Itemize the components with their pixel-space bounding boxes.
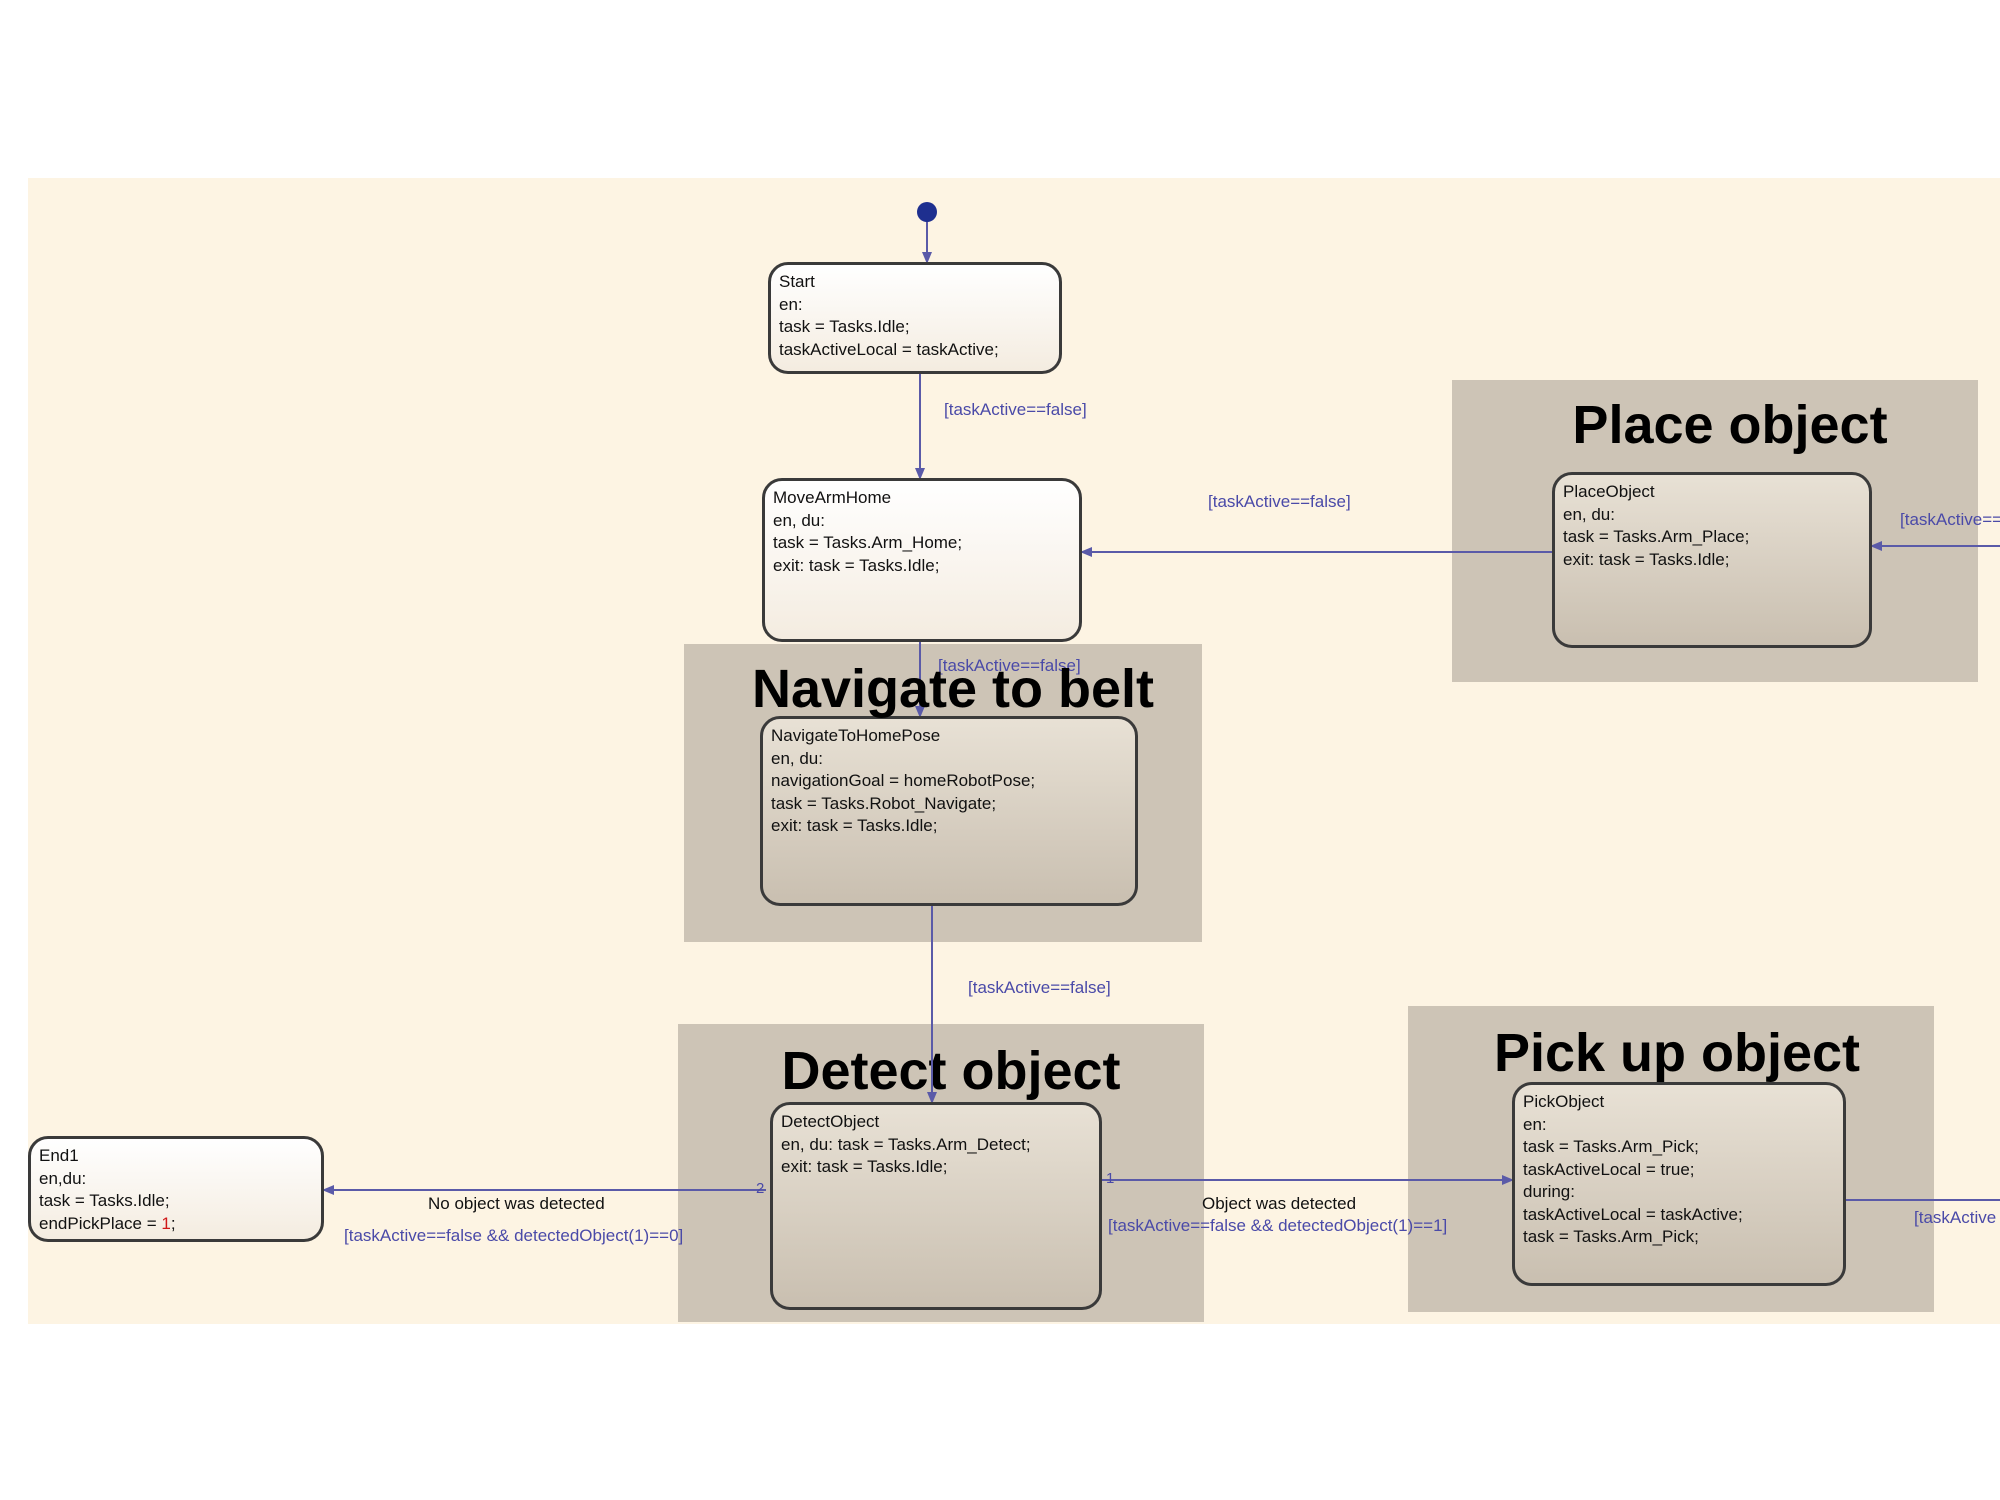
state-place-object-line: en, du: — [1563, 504, 1615, 524]
default-transition-dot — [917, 202, 937, 222]
state-end1-name: End1 — [39, 1146, 79, 1165]
state-navigate-name: NavigateToHomePose — [771, 726, 941, 745]
state-move-arm-home[interactable]: MoveArmHome en, du: task = Tasks.Arm_Hom… — [762, 478, 1082, 642]
priority-detect-right: 1 — [1106, 1170, 1115, 1187]
state-start-line: en: — [779, 294, 803, 314]
state-navigate-line: navigationGoal = homeRobotPose; — [771, 771, 1036, 790]
state-place-object[interactable]: PlaceObject en, du: task = Tasks.Arm_Pla… — [1552, 472, 1872, 648]
group-title-detect-object: Detect object — [781, 1041, 1121, 1101]
state-pick-object-line: during: — [1523, 1182, 1575, 1201]
state-pick-object-line: task = Tasks.Arm_Pick; — [1523, 1137, 1699, 1156]
state-pick-object-line: task = Tasks.Arm_Pick; — [1523, 1227, 1699, 1246]
arrow-start-to-home — [915, 468, 925, 480]
state-place-object-line: exit: task = Tasks.Idle; — [1563, 549, 1730, 569]
guard-place-in[interactable]: [taskActive== — [1900, 510, 2000, 529]
state-end1-value: 1 — [161, 1213, 171, 1233]
state-navigate-line: exit: task = Tasks.Idle; — [771, 816, 938, 835]
state-end1-semicolon: ; — [170, 1213, 176, 1233]
state-move-arm-home-line: task = Tasks.Arm_Home; — [773, 533, 963, 552]
arrow-detect-to-pick — [1502, 1175, 1514, 1185]
state-move-arm-home-line: en, du: — [773, 510, 825, 530]
state-start-name: Start — [779, 272, 815, 291]
state-detect-object-line: exit: task = Tasks.Idle; — [781, 1157, 948, 1176]
state-navigate-line: en, du: — [771, 748, 823, 768]
caption-object-detected: Object was detected — [1202, 1194, 1357, 1213]
state-navigate-line: task = Tasks.Robot_Navigate; — [771, 793, 997, 813]
arrow-place-in — [1870, 541, 1882, 551]
arrow-place-to-home — [1080, 547, 1092, 557]
state-end1-line: task = Tasks.Idle; — [39, 1191, 170, 1210]
state-end1[interactable]: End1 en,du: task = Tasks.Idle; endPickPl… — [28, 1136, 324, 1242]
state-start-line: taskActiveLocal = taskActive; — [779, 339, 999, 359]
caption-no-object-detected: No object was detected — [428, 1194, 605, 1213]
guard-place-to-home[interactable]: [taskActive==false] — [1208, 492, 1351, 511]
state-end1-line: en,du: — [39, 1168, 87, 1188]
state-end1-assign: endPickPlace = — [39, 1213, 162, 1233]
state-place-object-name: PlaceObject — [1563, 482, 1655, 501]
state-detect-object-line: en, du: task = Tasks.Arm_Detect; — [781, 1134, 1031, 1154]
arrow-navigate-to-detect — [927, 1092, 937, 1104]
guard-home-to-navigate[interactable]: [taskActive==false] — [938, 656, 1081, 675]
arrow-detect-to-end — [322, 1185, 334, 1195]
state-end1-line: endPickPlace = 1; — [39, 1213, 313, 1236]
state-start[interactable]: Start en: task = Tasks.Idle; taskActiveL… — [768, 262, 1062, 374]
state-pick-object-line: en: — [1523, 1114, 1547, 1134]
group-title-pick-up-object: Pick up object — [1493, 1023, 1861, 1083]
state-pick-object-line: taskActiveLocal = true; — [1523, 1159, 1695, 1179]
state-detect-object-name: DetectObject — [781, 1112, 880, 1131]
state-pick-object-line: taskActiveLocal = taskActive; — [1523, 1204, 1743, 1224]
guard-start-to-home[interactable]: [taskActive==false] — [944, 400, 1087, 419]
group-title-navigate-to-belt: Navigate to belt — [751, 659, 1155, 719]
arrow-home-to-navigate — [915, 706, 925, 718]
priority-detect-left: 2 — [756, 1180, 765, 1197]
state-pick-object-name: PickObject — [1523, 1092, 1605, 1111]
guard-object-detected[interactable]: [taskActive==false && detectedObject(1)=… — [1108, 1216, 1448, 1235]
state-move-arm-home-name: MoveArmHome — [773, 488, 892, 507]
group-title-place-object: Place object — [1572, 395, 1888, 455]
state-start-line: task = Tasks.Idle; — [779, 317, 910, 336]
guard-navigate-to-detect[interactable]: [taskActive==false] — [968, 978, 1111, 997]
state-move-arm-home-line: exit: task = Tasks.Idle; — [773, 555, 940, 575]
state-detect-object[interactable]: DetectObject en, du: task = Tasks.Arm_De… — [770, 1102, 1102, 1310]
state-navigate-to-home-pose[interactable]: NavigateToHomePose en, du: navigationGoa… — [760, 716, 1138, 906]
guard-no-object-detected[interactable]: [taskActive==false && detectedObject(1)=… — [344, 1226, 684, 1245]
state-place-object-line: task = Tasks.Arm_Place; — [1563, 527, 1750, 546]
guard-pick-out[interactable]: [taskActive — [1914, 1208, 1997, 1227]
arrow-default — [922, 252, 932, 264]
state-pick-object[interactable]: PickObject en: task = Tasks.Arm_Pick; ta… — [1512, 1082, 1846, 1286]
